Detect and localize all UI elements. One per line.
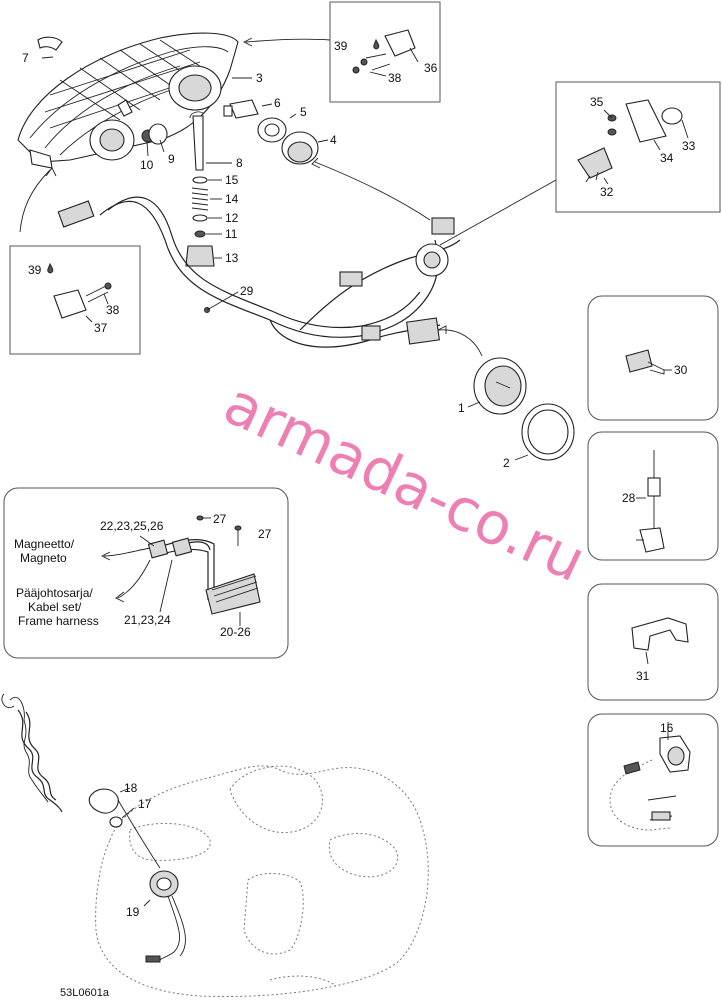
label-part-2: 2 xyxy=(503,456,510,470)
label-part-39-top: 39 xyxy=(334,39,348,53)
harness-label-line2: Kabel set/ xyxy=(28,600,82,614)
inset-box-31 xyxy=(587,583,719,701)
label-part-5: 5 xyxy=(300,105,307,119)
label-part-35: 35 xyxy=(590,95,604,109)
ref-label-top: 22,23,25,26 xyxy=(100,519,164,533)
label-part-10: 10 xyxy=(140,158,154,172)
label-part-38-top: 38 xyxy=(388,71,402,85)
inset-box-28 xyxy=(587,431,719,561)
wiring-harness xyxy=(19,157,557,357)
label-part-16: 16 xyxy=(660,721,674,735)
inset-box-30 xyxy=(587,295,719,421)
label-part-6: 6 xyxy=(274,96,281,110)
label-part-9: 9 xyxy=(168,152,175,166)
inset-box-16 xyxy=(587,713,719,847)
inset-box-regulator xyxy=(3,487,289,659)
label-part-3: 3 xyxy=(256,71,263,85)
label-part-13: 13 xyxy=(225,251,239,265)
ref-label-bottom: 21,23,24 xyxy=(124,613,171,627)
label-part-38-left: 38 xyxy=(106,303,120,317)
headlight-assembly xyxy=(17,32,239,169)
inset-box-36 xyxy=(242,1,441,103)
label-part-14: 14 xyxy=(225,192,239,206)
inset-box-32-35 xyxy=(555,81,721,213)
label-part-8: 8 xyxy=(236,156,243,170)
label-part-1: 1 xyxy=(458,401,465,415)
gauge-parts xyxy=(467,357,575,461)
harness-label-line3: Frame harness xyxy=(18,614,99,628)
label-part-29: 29 xyxy=(240,284,254,298)
label-part-17: 17 xyxy=(138,797,152,811)
label-part-19: 19 xyxy=(126,905,140,919)
headlight-small-parts xyxy=(41,56,252,157)
label-part-12: 12 xyxy=(225,211,239,225)
label-part-11: 11 xyxy=(225,227,238,241)
label-part-31: 31 xyxy=(636,669,650,683)
ref-label-screw-1: 27 xyxy=(213,512,227,526)
label-part-32: 32 xyxy=(600,185,614,199)
part-number-labels: 1 2 3 4 5 6 7 8 9 10 11 12 13 14 15 16 1… xyxy=(22,39,696,919)
harness-label-line1: Pääjohtosarja/ xyxy=(16,586,93,600)
label-part-7: 7 xyxy=(22,51,29,65)
label-part-36: 36 xyxy=(424,61,438,75)
label-part-18: 18 xyxy=(124,781,138,795)
label-part-4: 4 xyxy=(330,133,337,147)
drawing-code: 53L0601a xyxy=(60,987,110,999)
inset-box-37 xyxy=(9,245,141,355)
magneto-label-line1: Magneetto/ xyxy=(14,537,75,551)
ref-label-screw-2: 27 xyxy=(258,527,272,541)
bulb-and-mount-parts xyxy=(185,99,329,267)
label-part-34: 34 xyxy=(660,151,674,165)
label-part-39-left: 39 xyxy=(28,263,42,277)
label-part-30: 30 xyxy=(674,363,688,377)
ref-label-regulator: 20-26 xyxy=(220,625,251,639)
label-part-33: 33 xyxy=(682,139,696,153)
label-part-28: 28 xyxy=(622,491,636,505)
label-part-37: 37 xyxy=(94,321,108,335)
regulator-inset-labels: Magneetto/ Magneto Pääjohtosarja/ Kabel … xyxy=(14,512,272,639)
watermark-text: armada-co.ru xyxy=(214,369,595,595)
magneto-label-line2: Magneto xyxy=(20,551,67,565)
label-part-15: 15 xyxy=(225,173,239,187)
body-and-tether xyxy=(1,693,429,997)
